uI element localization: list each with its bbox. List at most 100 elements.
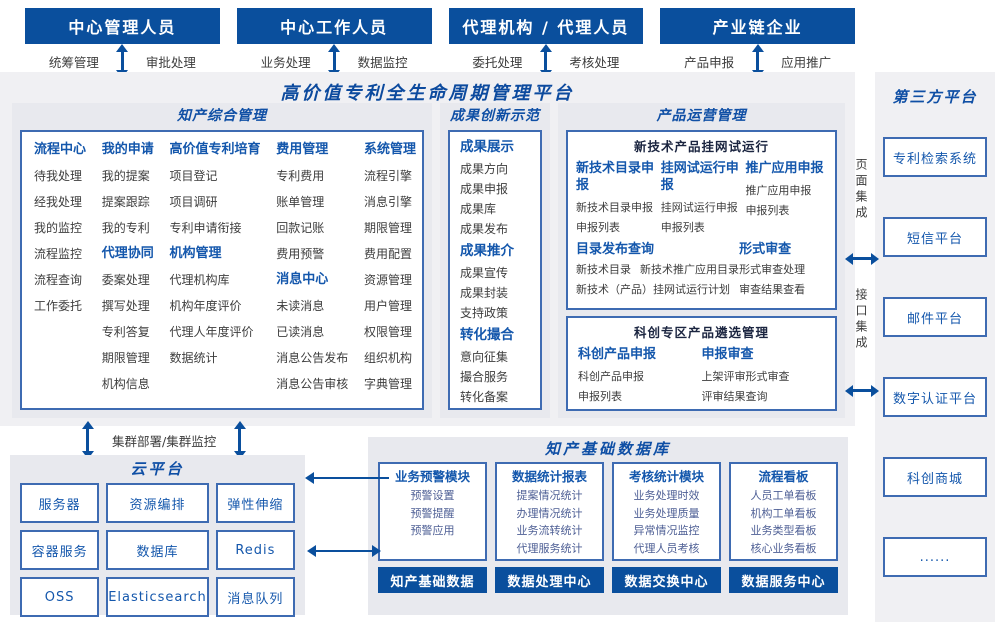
module-item: 组织机构 xyxy=(363,351,412,365)
left-arrow-icon xyxy=(305,472,389,484)
module-item: 转化备案 xyxy=(460,390,509,404)
module-item: 人员工单看板 xyxy=(750,489,817,502)
module-group-title: 数据统计报表 xyxy=(511,469,587,484)
vertical-double-arrow-icon xyxy=(120,52,124,70)
module-item: 专利申请衔接 xyxy=(169,221,242,235)
actor-role-right: 考核处理 xyxy=(569,54,620,70)
module-item: 成果方向 xyxy=(460,162,509,176)
module-group-title: 消息中心 xyxy=(276,272,329,287)
db-module-column: 数据统计报表提案情况统计办理情况统计业务流转统计代理服务统计数据处理中心 xyxy=(495,462,604,593)
cloud-service: Elasticsearch xyxy=(106,577,209,617)
module-item: 期限管理 xyxy=(363,221,412,235)
third-party-title: 第三方平台 xyxy=(892,88,978,106)
cloud-service: 弹性伸缩 xyxy=(215,483,295,523)
actor-group: 中心工作人员业务处理数据监控 xyxy=(236,8,432,76)
actor-role-left: 业务处理 xyxy=(260,54,311,70)
actor-group: 代理机构 / 代理人员委托处理考核处理 xyxy=(448,8,644,76)
vertical-double-arrow-icon xyxy=(238,429,241,451)
module-item: 新技术（产品）挂网试运行计划 xyxy=(576,283,730,296)
module-item: 业务流转统计 xyxy=(516,524,583,537)
module-group-title: 代理协同 xyxy=(101,246,154,261)
innovation-modules-box: 成果展示成果方向成果申报成果库成果发布成果推介成果宣传成果封装支持政策转化撮合意… xyxy=(448,130,542,410)
module-column: 申报审查上架评审形式审查评审结果查询 xyxy=(702,343,826,407)
module-item: 支持政策 xyxy=(460,306,509,320)
module-item: 费用配置 xyxy=(363,247,412,261)
module-column: 流程中心待我处理经我处理我的监控流程监控流程查询工作委托 xyxy=(34,137,86,397)
module-column: 推广应用申报推广应用申报申报列表 xyxy=(745,157,827,238)
db-module-column: 流程看板人员工单看板机构工单看板业务类型看板核心业务看板数据服务中心 xyxy=(729,462,838,593)
module-item: 机构工单看板 xyxy=(750,506,817,520)
platform-panel: 高价值专利全生命周期管理平台 知产综合管理 流程中心待我处理经我处理我的监控流程… xyxy=(0,72,855,426)
module-item: 流程监控 xyxy=(34,247,83,261)
third-party-panel: 第三方平台 专利检索系统短信平台邮件平台数字认证平台科创商城...... xyxy=(875,72,995,622)
actor-role-left: 产品申报 xyxy=(684,54,735,70)
module-group-title: 高价值专利培育 xyxy=(169,142,261,157)
third-party-system: 科创商城 xyxy=(883,457,987,497)
module-item: 业务类型看板 xyxy=(750,524,817,537)
module-item: 撰写处理 xyxy=(101,299,150,313)
ip-database-title: 知产基础数据库 xyxy=(544,440,671,458)
third-party-system: ...... xyxy=(883,537,987,577)
vertical-double-arrow-icon xyxy=(332,52,336,70)
sci-tech-selection-title: 科创专区产品遴选管理 xyxy=(633,325,769,340)
platform-title: 高价值专利全生命周期管理平台 xyxy=(280,83,575,104)
module-column: 高价值专利培育项目登记项目调研专利申请衔接机构管理代理机构库机构年度评价代理人年… xyxy=(169,137,260,397)
actor-group: 产业链企业产品申报应用推广 xyxy=(660,8,855,76)
actor-role-labels: 产品申报应用推广 xyxy=(660,46,855,76)
cloud-service: Redis xyxy=(215,530,295,570)
section-innovation: 成果创新示范 成果展示成果方向成果申报成果库成果发布成果推介成果宣传成果封装支持… xyxy=(440,103,550,418)
module-item: 工作委托 xyxy=(34,299,83,313)
actor-title-bar: 中心工作人员 xyxy=(236,8,432,44)
module-item: 新技术目录 xyxy=(576,263,631,276)
third-party-system: 数字认证平台 xyxy=(883,377,987,417)
api-integration-connector: 接口集成 xyxy=(848,288,875,398)
module-item: 核心业务看板 xyxy=(750,541,817,555)
module-group-title: 申报审查 xyxy=(701,347,754,362)
module-item: 申报列表 xyxy=(576,221,620,234)
vertical-double-arrow-icon xyxy=(86,429,89,451)
module-group-title: 科创产品申报 xyxy=(578,347,657,362)
ip-database-panel: 知产基础数据库 业务预警模块预警设置预警提醒预警应用知产基础数据数据统计报表提案… xyxy=(368,437,848,615)
section-title-ip: 知产综合管理 xyxy=(177,108,267,124)
apply-groups-row: 新技术目录申报新技术目录申报申报列表挂网试运行申报挂网试运行申报申报列表推广应用… xyxy=(576,157,827,238)
selection-groups-row: 科创产品申报科创产品申报申报列表申报审查上架评审形式审查评审结果查询 xyxy=(578,343,825,407)
page-integration-connector: 页面集成 xyxy=(848,158,875,266)
cloud-service: 容器服务 xyxy=(20,530,100,570)
db-module-box: 考核统计模块业务处理时效业务处理质量异常情况监控代理人员考核 xyxy=(612,462,721,561)
module-group-title: 机构管理 xyxy=(169,246,222,261)
cloud-service: OSS xyxy=(20,577,100,617)
third-party-systems: 专利检索系统短信平台邮件平台数字认证平台科创商城...... xyxy=(875,107,995,577)
db-center-bar: 数据交换中心 xyxy=(612,567,721,593)
db-center-bar: 数据服务中心 xyxy=(729,567,838,593)
third-party-system: 邮件平台 xyxy=(883,297,987,337)
module-group-title: 流程中心 xyxy=(34,142,87,157)
module-item: 提案情况统计 xyxy=(516,489,583,502)
trial-operation-title: 新技术产品挂网试运行 xyxy=(633,139,769,154)
horizontal-double-arrow-icon xyxy=(852,257,871,260)
module-item: 账单管理 xyxy=(276,195,325,209)
actor-role-right: 审批处理 xyxy=(145,54,196,70)
catalog-review-row: 目录发布查询 新技术目录新技术推广应用目录 新技术（产品）挂网试运行计划 形式审… xyxy=(576,240,827,300)
module-item: 消息公告发布 xyxy=(276,351,349,365)
module-column: 系统管理流程引擎消息引擎期限管理费用配置资源管理用户管理权限管理组织机构字典管理 xyxy=(364,137,416,397)
module-item: 预警提醒 xyxy=(410,506,455,520)
module-item: 申报列表 xyxy=(745,204,790,217)
module-item: 形式审查处理 xyxy=(739,263,806,276)
vertical-double-arrow-icon xyxy=(756,52,760,70)
module-column: 新技术目录申报新技术目录申报申报列表 xyxy=(576,157,658,238)
module-item: 字典管理 xyxy=(363,377,412,391)
db-center-bar: 知产基础数据 xyxy=(378,567,487,593)
module-group-title: 转化撮合 xyxy=(460,327,514,343)
actor-title-bar: 代理机构 / 代理人员 xyxy=(448,8,644,44)
module-item: 新技术目录申报 xyxy=(576,201,653,214)
trial-operation-box: 新技术产品挂网试运行 新技术目录申报新技术目录申报申报列表挂网试运行申报挂网试运… xyxy=(566,130,837,310)
module-group-title: 新技术目录申报 xyxy=(576,161,655,193)
module-group-title: 系统管理 xyxy=(363,142,416,157)
actor-role-labels: 委托处理考核处理 xyxy=(449,46,644,76)
api-integration-label: 接口集成 xyxy=(854,288,868,352)
module-item: 流程查询 xyxy=(34,273,83,287)
module-item: 意向征集 xyxy=(460,350,509,364)
module-item: 代理机构库 xyxy=(169,273,230,287)
